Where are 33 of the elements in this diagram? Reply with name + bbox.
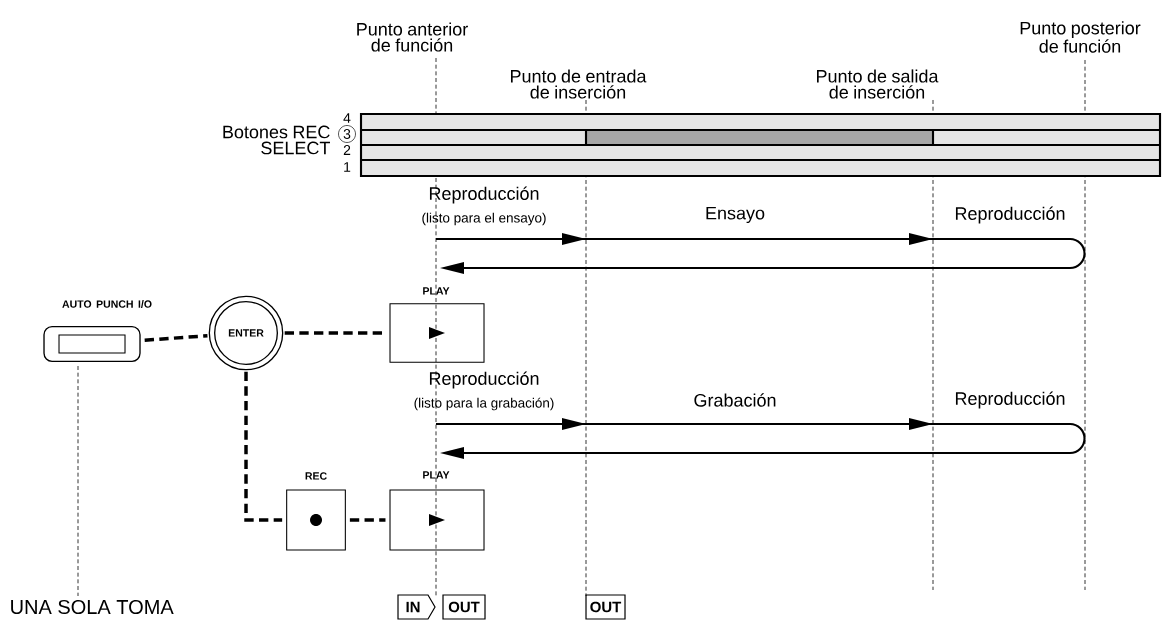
node-label: REC xyxy=(305,472,327,480)
track-number: 1 xyxy=(344,162,351,172)
point-tag: OUT xyxy=(585,594,626,620)
point-label: Punto posterior de función xyxy=(1020,21,1141,53)
point-tag: IN xyxy=(397,594,436,620)
node-label: PLAY xyxy=(423,287,450,295)
section-label: (listo para el ensayo) xyxy=(422,212,546,226)
section-label: Ensayo xyxy=(706,206,765,224)
dashed-link xyxy=(144,334,208,342)
dashed-link xyxy=(244,371,283,522)
section-label: Reproducción xyxy=(955,206,1065,224)
section-label: Reproducción xyxy=(429,186,539,204)
enter-button: ENTER xyxy=(208,295,284,371)
play-button: PLAY xyxy=(389,287,485,363)
rec-button: REC xyxy=(286,472,346,551)
section-label: Grabación xyxy=(694,393,776,407)
track-label: Botones REC SELECT xyxy=(223,125,330,155)
section-label: Reproducción xyxy=(955,391,1065,409)
button: AUTO PUNCH I/O xyxy=(43,300,152,362)
point-label: Punto de entrada de inserción xyxy=(511,69,647,99)
node-label: PLAY xyxy=(423,471,450,479)
track-number: 2 xyxy=(343,145,351,155)
track-number: 3 xyxy=(338,125,356,143)
point-label: Punto anterior de función xyxy=(357,22,468,52)
point-label: Punto de salida de inserción xyxy=(817,69,939,99)
dashed-link xyxy=(349,518,386,522)
section-label: Reproducción xyxy=(429,371,539,389)
play-button: PLAY xyxy=(389,471,485,551)
section-label: (listo para la grabación) xyxy=(414,397,554,411)
mode-label: UNA SOLA TOMA xyxy=(11,599,174,615)
track-number: 4 xyxy=(343,113,351,123)
point-tag: OUT xyxy=(442,594,486,620)
node-label: AUTO PUNCH I/O xyxy=(62,300,152,308)
